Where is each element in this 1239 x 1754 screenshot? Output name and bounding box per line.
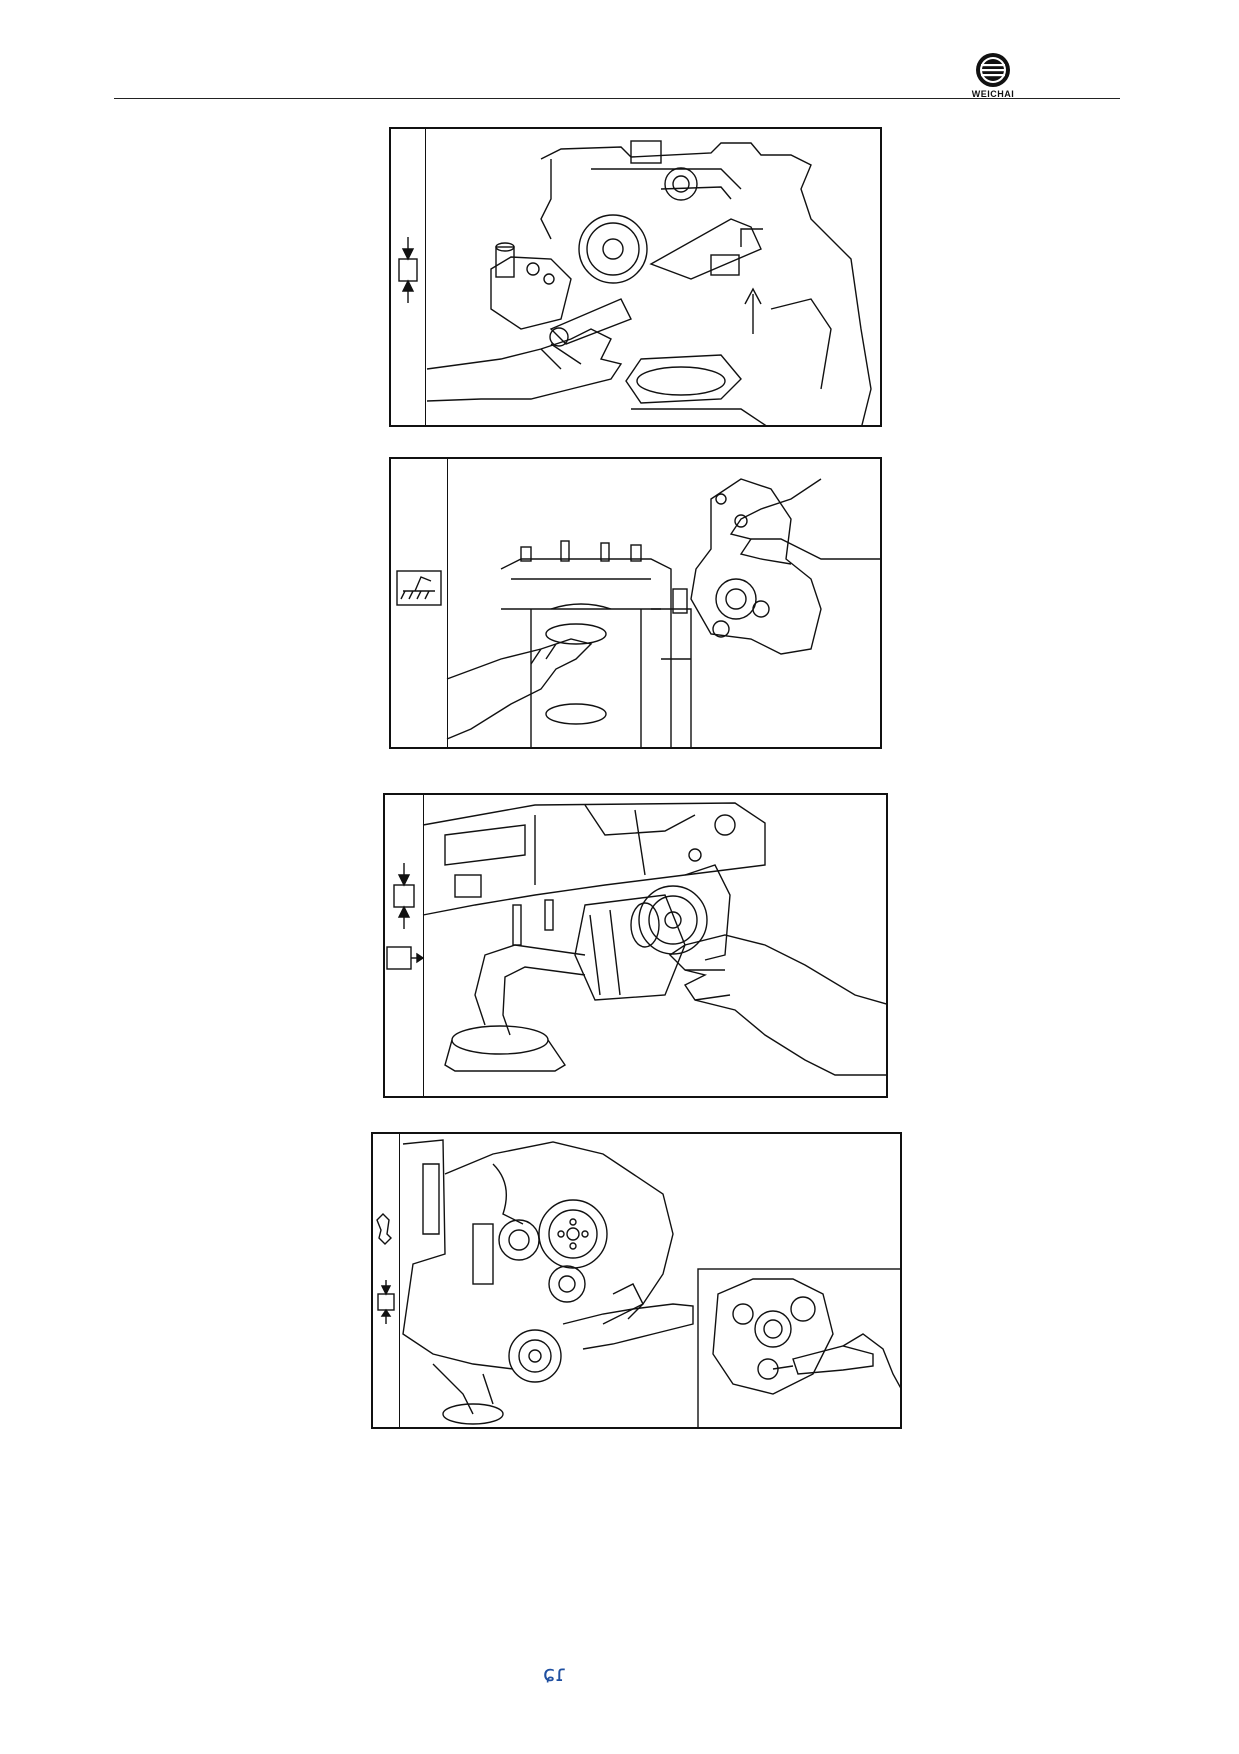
page-number-mark: ɕɾ xyxy=(543,1662,567,1687)
figure-1-side-strip xyxy=(391,129,426,425)
grease-apply-icon xyxy=(396,570,442,606)
figure-3-side-strip xyxy=(385,795,424,1096)
figure-4-illustration xyxy=(376,1139,900,1427)
figure-2-side-strip xyxy=(391,459,448,747)
press-fit-icon xyxy=(377,1280,395,1324)
press-fit-icon xyxy=(398,237,418,303)
side-arrow-icon xyxy=(386,946,425,970)
figure-4-front-gear-train xyxy=(371,1132,902,1429)
figure-2-illustration xyxy=(396,478,880,747)
header-rule xyxy=(114,98,1120,99)
weichai-logo: WEICHAI xyxy=(960,52,1026,100)
press-fit-icon xyxy=(393,863,415,929)
figure-3-oil-pump-install xyxy=(383,793,888,1098)
figure-1-idler-gear-install xyxy=(389,127,882,427)
logo-text: WEICHAI xyxy=(971,89,1015,99)
figure-2-oil-pump-gasket xyxy=(389,457,882,749)
figure-4-side-strip xyxy=(373,1134,400,1427)
wrench-icon xyxy=(376,1213,392,1245)
figure-3-illustration xyxy=(386,802,886,1076)
figure-1-illustration xyxy=(398,140,872,425)
